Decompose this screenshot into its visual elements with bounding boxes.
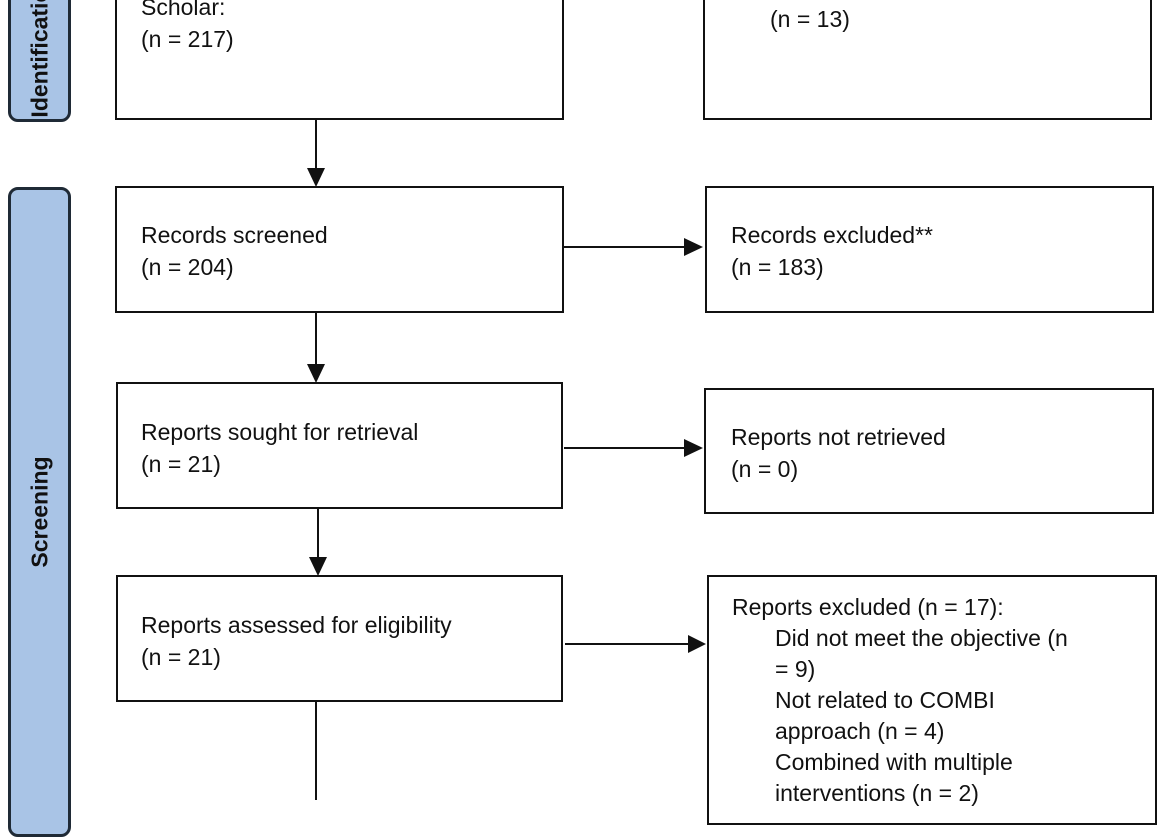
reports-excluded-box: Reports excluded (n = 17): Did not meet … <box>707 575 1157 825</box>
records-excluded-label: Records excluded** <box>731 222 934 248</box>
exclusion-reason-line: Not related to COMBI <box>775 687 995 713</box>
arrowhead-down <box>307 364 325 383</box>
reports-assessed-box: Reports assessed for eligibility (n = 21… <box>116 575 563 702</box>
reports-assessed-count: (n = 21) <box>141 644 221 670</box>
exclusion-reason-line: approach (n = 4) <box>775 718 945 744</box>
arrowhead-right <box>688 635 706 653</box>
arrowhead-down <box>307 168 325 187</box>
flow-arrows <box>307 120 706 800</box>
stage-bar-screening: Screening <box>8 187 71 837</box>
arrowhead-right <box>684 439 703 457</box>
reports-excluded-header: Reports excluded (n = 17): <box>732 594 1004 620</box>
records-removed-count: (n = 13) <box>770 6 850 32</box>
records-screened-label: Records screened <box>141 222 328 248</box>
reports-not-retrieved-count: (n = 0) <box>731 456 799 482</box>
records-identified-source: Scholar: <box>141 0 226 20</box>
arrowhead-down <box>309 557 327 576</box>
exclusion-reason-line: Did not meet the objective (n <box>775 625 1068 651</box>
reports-sought-count: (n = 21) <box>141 451 221 477</box>
exclusion-reason-line: = 9) <box>775 656 816 682</box>
reports-sought-box: Reports sought for retrieval (n = 21) <box>116 382 563 509</box>
exclusion-reason-line: Combined with multiple <box>775 749 1013 775</box>
reports-sought-label: Reports sought for retrieval <box>141 419 419 445</box>
records-removed-box: (n = 13) <box>703 0 1152 120</box>
records-screened-count: (n = 204) <box>141 254 234 280</box>
records-identified-box: Scholar: (n = 217) <box>115 0 564 120</box>
reports-not-retrieved-label: Reports not retrieved <box>731 424 946 450</box>
arrowhead-right <box>684 238 703 256</box>
records-excluded-box: Records excluded** (n = 183) <box>705 186 1154 313</box>
reports-not-retrieved-box: Reports not retrieved (n = 0) <box>704 388 1154 514</box>
records-identified-count: (n = 217) <box>141 26 234 52</box>
reports-assessed-label: Reports assessed for eligibility <box>141 612 452 638</box>
records-excluded-count: (n = 183) <box>731 254 824 280</box>
stage-bar-identification: Identification <box>8 0 71 122</box>
records-screened-box: Records screened (n = 204) <box>115 186 564 313</box>
